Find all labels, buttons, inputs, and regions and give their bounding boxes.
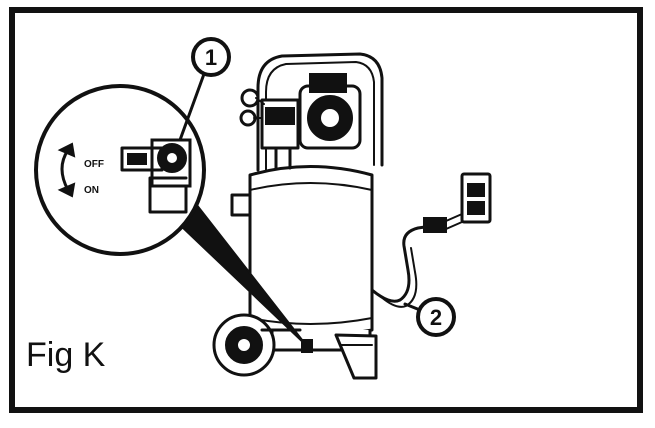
compressor-motor	[287, 73, 362, 150]
figure-caption: Fig K	[26, 336, 106, 374]
compressor-wheel	[212, 313, 302, 377]
compressor-handle	[256, 52, 384, 172]
switch-on-label: ON	[84, 185, 99, 196]
rotate-arrows-icon	[57, 142, 76, 198]
compressor-pump	[239, 88, 300, 170]
compressor-tank	[248, 165, 374, 338]
air-compressor	[212, 52, 384, 380]
switch-location-marker	[301, 339, 313, 353]
plug-icon	[423, 217, 447, 233]
switch-off-label: OFF	[84, 159, 104, 170]
pressure-gauge-icon	[240, 88, 260, 108]
callout-1-label: 1	[205, 45, 217, 70]
magnified-switch-view: OFF ON	[34, 84, 307, 346]
callout-2-label: 2	[430, 305, 442, 330]
wall-outlet	[460, 172, 492, 224]
pressure-switch	[120, 138, 192, 214]
callout-2: 2	[403, 297, 456, 337]
callout-2-leader	[403, 302, 422, 312]
callout-1-leader	[178, 72, 206, 142]
callout-1: 1	[178, 37, 231, 142]
